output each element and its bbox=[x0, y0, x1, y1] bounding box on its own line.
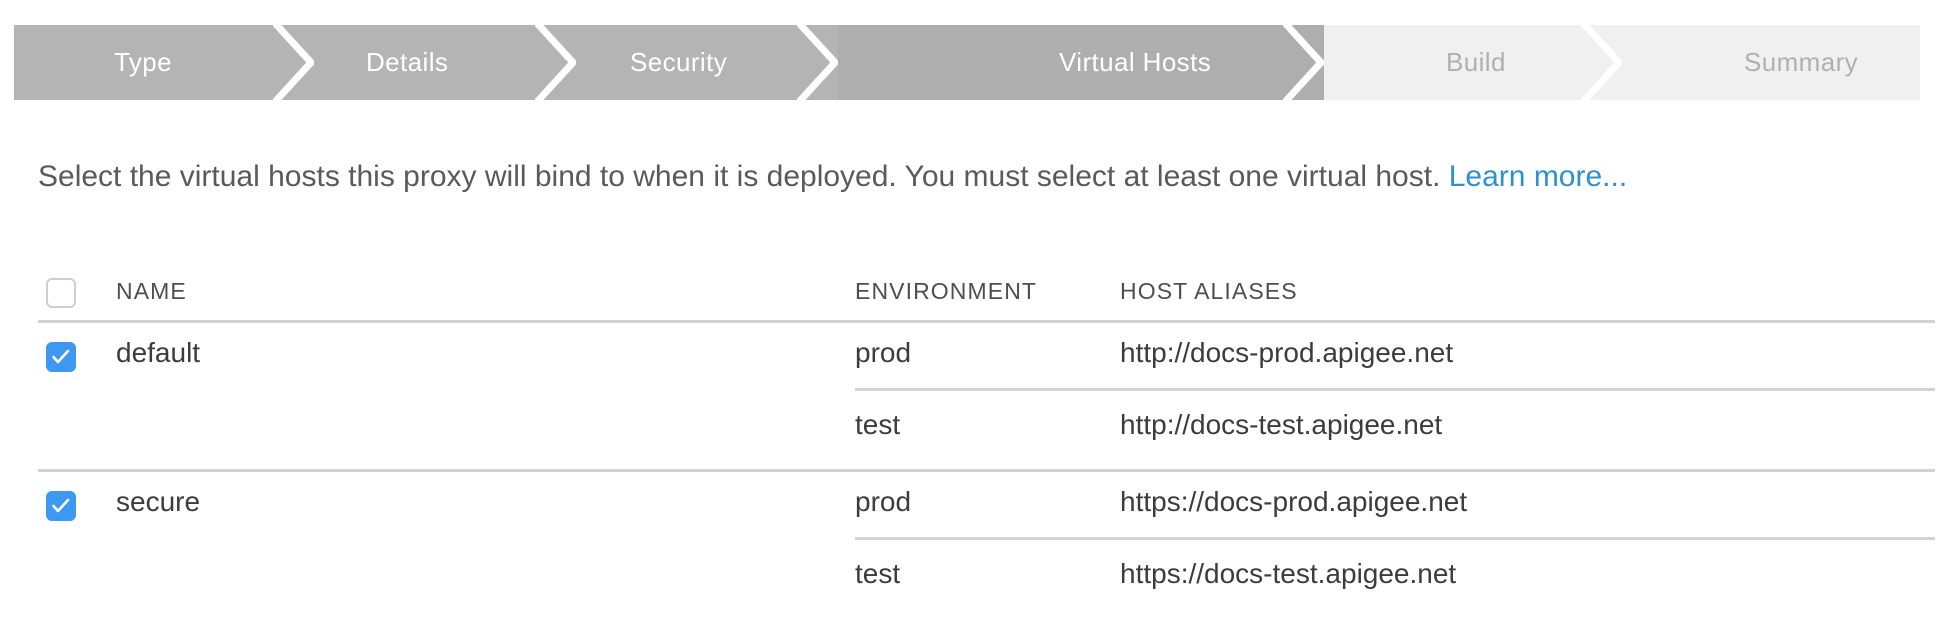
cell-environment: prod bbox=[855, 337, 912, 368]
header-divider bbox=[38, 320, 1935, 323]
cell-host-alias: https://docs-prod.apigee.net bbox=[1120, 486, 1468, 517]
chevron-right-icon bbox=[797, 25, 839, 100]
row-checkbox[interactable] bbox=[46, 491, 76, 521]
cell-environment: test bbox=[855, 409, 901, 440]
sub-row-divider bbox=[855, 388, 1935, 391]
wizard-step-label: Details bbox=[366, 47, 449, 77]
cell-name: secure bbox=[116, 486, 201, 517]
page-description: Select the virtual hosts this proxy will… bbox=[38, 157, 1627, 197]
wizard-step-security[interactable]: Security bbox=[576, 25, 839, 100]
cell-name: default bbox=[116, 337, 201, 368]
wizard-step-details[interactable]: Details bbox=[314, 25, 577, 100]
column-header-environment: ENVIRONMENT bbox=[855, 278, 1038, 304]
chevron-right-icon bbox=[1581, 25, 1623, 100]
cell-host-alias: https://docs-test.apigee.net bbox=[1120, 558, 1457, 589]
table-row: default prod http://docs-prod.apigee.net bbox=[38, 323, 1935, 391]
virtual-hosts-table: NAME ENVIRONMENT HOST ALIASES default pr… bbox=[38, 268, 1935, 618]
select-all-checkbox[interactable] bbox=[46, 278, 76, 308]
wizard-step-label: Security bbox=[630, 47, 728, 77]
sub-row-divider bbox=[855, 537, 1935, 540]
wizard-step-label: Build bbox=[1446, 47, 1506, 77]
description-text: Select the virtual hosts this proxy will… bbox=[38, 160, 1449, 193]
column-header-name: NAME bbox=[116, 278, 187, 304]
wizard-step-summary[interactable]: Summary bbox=[1622, 25, 1920, 100]
group-divider bbox=[38, 469, 1935, 472]
cell-host-alias: http://docs-prod.apigee.net bbox=[1120, 337, 1454, 368]
wizard-step-label: Type bbox=[114, 47, 172, 77]
table-row: test https://docs-test.apigee.net bbox=[38, 540, 1935, 618]
cell-environment: prod bbox=[855, 486, 912, 517]
wizard-step-bar: Type Details Security Virtual Hosts Buil… bbox=[14, 25, 1920, 100]
chevron-right-icon bbox=[273, 25, 315, 100]
wizard-step-label: Summary bbox=[1744, 47, 1859, 77]
chevron-right-icon bbox=[1283, 25, 1325, 100]
chevron-right-icon bbox=[535, 25, 577, 100]
cell-environment: test bbox=[855, 558, 901, 589]
wizard-step-virtual-hosts[interactable]: Virtual Hosts bbox=[838, 25, 1325, 100]
table-row: secure prod https://docs-prod.apigee.net bbox=[38, 472, 1935, 540]
learn-more-link[interactable]: Learn more... bbox=[1448, 160, 1628, 193]
wizard-step-label: Virtual Hosts bbox=[1059, 47, 1212, 77]
column-header-host-aliases: HOST ALIASES bbox=[1120, 278, 1298, 304]
table-row-group: secure prod https://docs-prod.apigee.net… bbox=[38, 472, 1935, 618]
cell-host-alias: http://docs-test.apigee.net bbox=[1120, 409, 1443, 440]
row-checkbox[interactable] bbox=[46, 342, 76, 372]
wizard-step-type[interactable]: Type bbox=[14, 25, 315, 100]
wizard-step-build[interactable]: Build bbox=[1324, 25, 1623, 100]
table-header-row: NAME ENVIRONMENT HOST ALIASES bbox=[38, 268, 1935, 320]
table-row: test http://docs-test.apigee.net bbox=[38, 391, 1935, 469]
table-row-group: default prod http://docs-prod.apigee.net… bbox=[38, 323, 1935, 469]
